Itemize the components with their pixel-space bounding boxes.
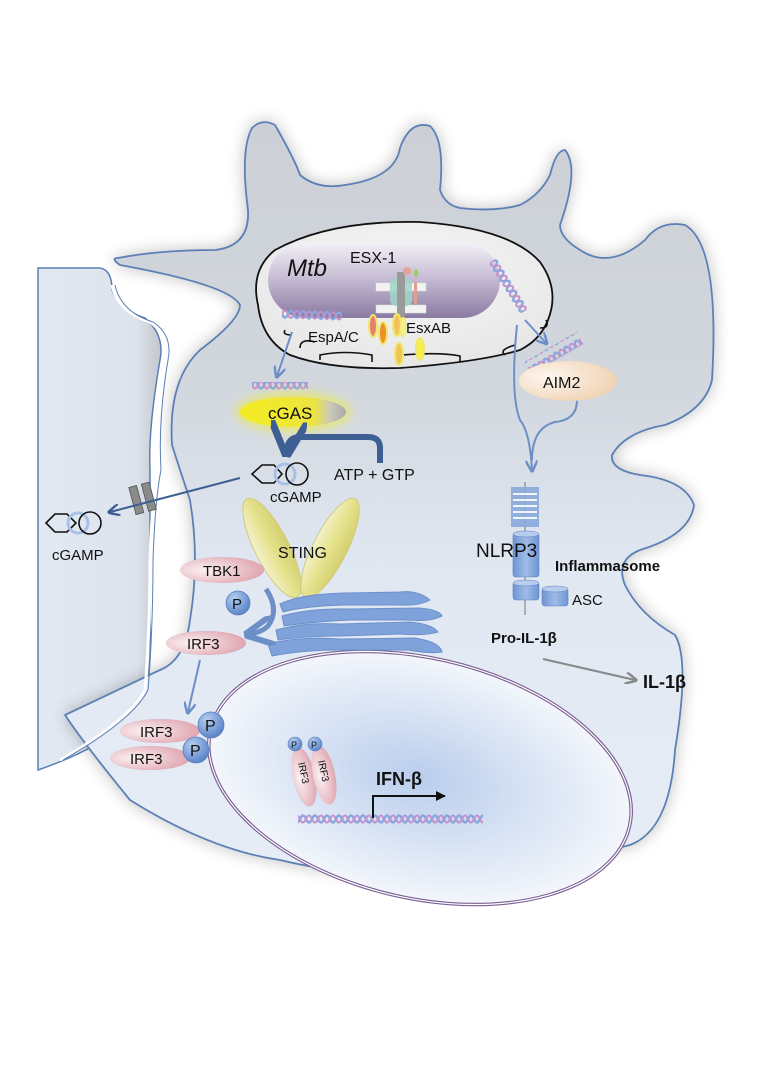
phosphate-dimer-top-icon (197, 711, 225, 739)
phosphate-icon (225, 590, 251, 616)
mtb-dna-released (488, 255, 532, 315)
nuclear-irf3-label-1: IRF3 (295, 761, 310, 785)
atp-gtp-label: ATP + GTP (334, 467, 415, 484)
inflammasome-label: Inflammasome (555, 558, 660, 575)
mtb-bacterium (268, 242, 500, 318)
cgas-label: cGAS (268, 404, 312, 423)
arrow-phosphorylation (250, 587, 274, 634)
espac-label: EspA/C (308, 329, 359, 346)
endoplasmic-reticulum (267, 591, 443, 657)
cgamp-molecule-outer-icon (44, 511, 102, 535)
cgamp-label-inner: cGAMP (270, 489, 322, 506)
phosphate-dimer-top-label: P (205, 718, 216, 735)
nlrp3-inflammasome (511, 482, 569, 615)
cell-membrane-left (59, 284, 168, 762)
nuclear-dna (298, 811, 483, 825)
tbk1-protein (180, 557, 264, 583)
esx1-label: ESX-1 (350, 250, 396, 267)
phosphate-dimer-bottom-label: P (190, 743, 201, 760)
nuclear-phosphate-label-1: P (291, 740, 297, 750)
arrow-aim2-to-nlrp3 (531, 399, 578, 461)
mtb-dna-aim2 (524, 331, 584, 375)
asc-label: ASC (572, 592, 603, 609)
cgamp-molecule-icon (250, 462, 309, 486)
irf3-label: IRF3 (187, 636, 220, 653)
irf3-dimer-top-label: IRF3 (140, 724, 173, 741)
nuclear-irf3-dimer: IRF3 IRF3 P P (287, 736, 337, 807)
arrow-irf3-to-dimer (188, 659, 201, 712)
arrow-dna-to-aim2 (524, 319, 546, 343)
phosphate-dimer-bottom-icon (182, 736, 210, 764)
irf3-protein (166, 631, 246, 655)
nuclear-irf3-label-2: IRF3 (315, 759, 330, 783)
irf3-dimer-bottom (110, 746, 190, 770)
mtb-label: Mtb (287, 255, 327, 282)
secreted-effectors (368, 313, 425, 366)
irf3-dimer-bottom-label: IRF3 (130, 751, 163, 768)
phosphate-label: P (232, 596, 242, 613)
cgamp-label-outer: cGAMP (52, 547, 104, 564)
tbk1-label: TBK1 (203, 563, 241, 580)
cgas-bound-dna (252, 382, 308, 394)
aim2-label: AIM2 (543, 375, 580, 392)
esx1-secretion-system-icon (375, 267, 427, 326)
arrow-atp-gtp-to-cgamp (287, 437, 383, 463)
il1b-label: IL-1β (643, 672, 686, 692)
nuclear-phosphate-label-2: P (311, 740, 317, 750)
arrow-dna-to-cgas (277, 331, 293, 376)
cgas-enzyme (240, 397, 346, 427)
arrow-cgamp-export (110, 477, 241, 512)
nlrp3-label: NLRP3 (476, 541, 537, 562)
pro-il1b-label: Pro-IL-1β (491, 630, 557, 647)
arrow-il1b-cleavage (542, 658, 635, 680)
ifnb-label: IFN-β (376, 769, 422, 789)
arrow-to-nlrp3 (513, 324, 532, 470)
irf3-dimer-top (120, 719, 200, 743)
gap-junction (128, 481, 157, 516)
sting-label: STING (278, 545, 327, 562)
aim2-protein (519, 361, 617, 401)
mtb-dna-cgas (281, 306, 343, 324)
ifnb-transcription-arrow (372, 791, 446, 818)
esxab-label: EsxAB (406, 320, 451, 337)
